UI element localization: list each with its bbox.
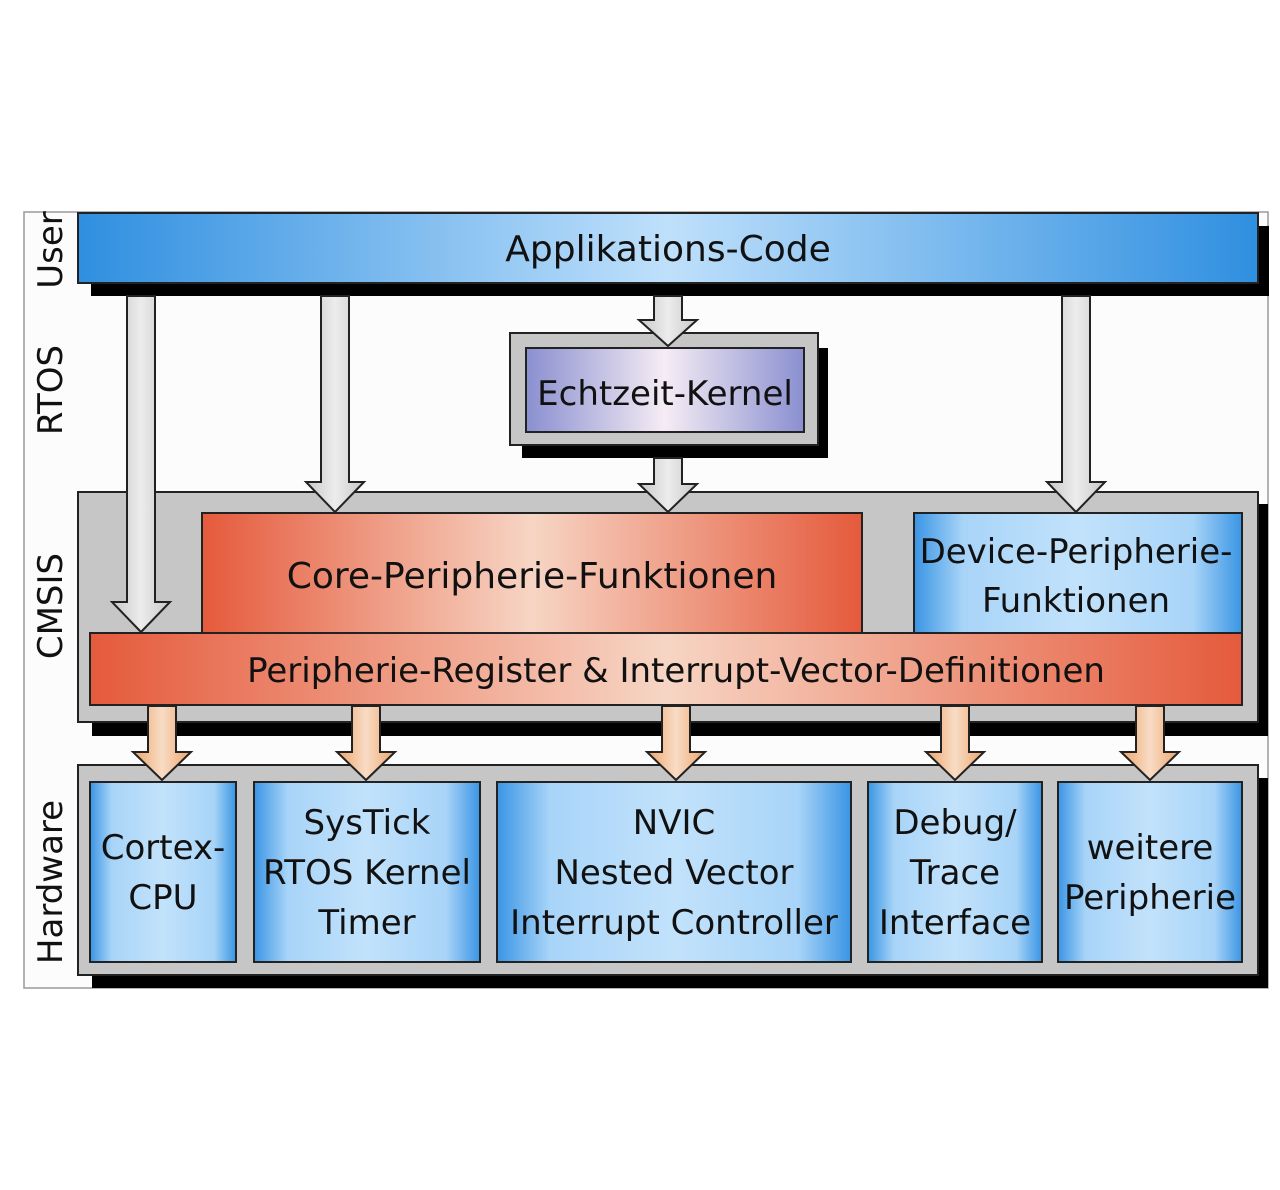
device-peripheral-functions-line-1: Device-Peripherie- [920, 532, 1233, 572]
hardware-block-line: RTOS Kernel [263, 853, 471, 893]
arrow-icon-registers-to-nvic [644, 705, 708, 782]
hardware-block-cortex-cpu: Cortex- CPU [89, 781, 237, 963]
layer-label-cmsis: CMSIS [31, 553, 71, 659]
arrow-icon-user-to-core-functions [303, 295, 367, 514]
layer-label-user: User [31, 211, 71, 289]
hardware-block-line: NVIC [633, 803, 715, 843]
hardware-block-line: Peripherie [1064, 878, 1236, 918]
layer-label-rtos: RTOS [31, 345, 71, 435]
application-code-block: Applikations-Code [77, 212, 1259, 284]
realtime-kernel-block: Echtzeit-Kernel [525, 347, 805, 433]
hardware-block-line: weitere [1087, 828, 1214, 868]
arrow-icon-user-to-kernel [636, 295, 700, 348]
hardware-block-line: Debug/ [893, 803, 1017, 843]
application-code-label: Applikations-Code [505, 229, 830, 270]
arrow-icon-registers-to-debug-trace [923, 705, 987, 782]
hardware-block-line: SysTick [304, 803, 431, 843]
hardware-block-line: Interrupt Controller [510, 903, 838, 943]
arrow-icon-user-to-registers [109, 295, 173, 634]
core-peripheral-functions-block: Core-Peripherie-Funktionen [201, 512, 863, 634]
core-peripheral-functions-label: Core-Peripherie-Funktionen [287, 556, 778, 597]
hardware-block-line: CPU [128, 878, 197, 918]
peripheral-registers-block: Peripherie-Register & Interrupt-Vector-D… [89, 632, 1243, 706]
arrow-icon-registers-to-other-peripherals [1118, 705, 1182, 782]
hardware-block-line: Nested Vector [554, 853, 793, 893]
realtime-kernel-label: Echtzeit-Kernel [537, 374, 793, 414]
hardware-block-line: Timer [317, 903, 415, 943]
arrow-icon-registers-to-cortex-cpu [130, 705, 194, 782]
hardware-block-line: Interface [879, 903, 1031, 943]
peripheral-registers-label: Peripherie-Register & Interrupt-Vector-D… [247, 651, 1105, 691]
hardware-block-line: Trace [909, 853, 1000, 893]
arrow-icon-registers-to-systick [334, 705, 398, 782]
device-peripheral-functions-block: Device-Peripherie- Funktionen [913, 512, 1243, 634]
device-peripheral-functions-line-2: Funktionen [982, 581, 1170, 621]
hardware-block-line: Cortex- [101, 828, 226, 868]
arrow-icon-user-to-device-functions [1044, 295, 1108, 514]
arrow-icon-kernel-to-core-functions [636, 457, 700, 514]
layer-label-hardware: Hardware [31, 800, 71, 964]
